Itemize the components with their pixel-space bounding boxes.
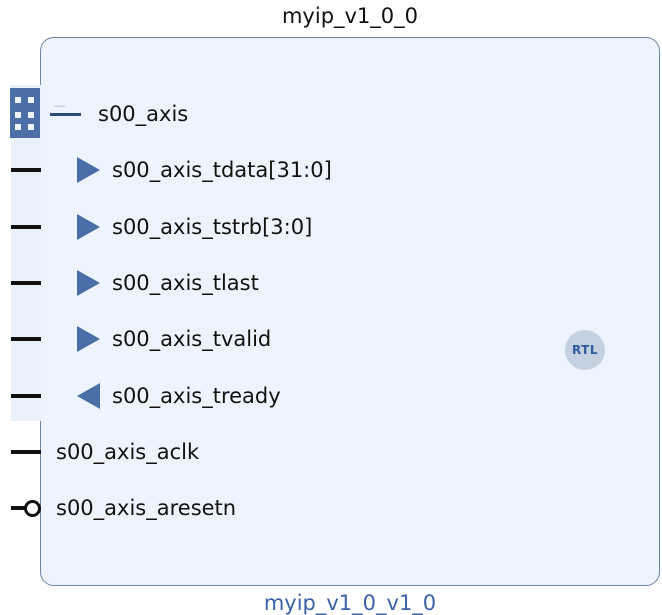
input-arrow-icon: [77, 214, 100, 240]
reset-bubble-icon: [24, 500, 41, 517]
pin-tvalid[interactable]: [11, 337, 41, 341]
bus-minus-icon[interactable]: [50, 113, 81, 116]
interface-label-s00-axis: s00_axis: [98, 102, 189, 126]
ip-block[interactable]: RTL: [40, 37, 660, 586]
pin-aresetn[interactable]: [11, 506, 25, 510]
input-arrow-icon: [77, 326, 100, 352]
input-arrow-icon: [77, 157, 100, 183]
port-label-tstrb: s00_axis_tstrb[3:0]: [112, 215, 313, 239]
pin-tstrb[interactable]: [11, 225, 41, 229]
pin-tlast[interactable]: [11, 281, 41, 285]
port-label-tready: s00_axis_tready: [112, 384, 281, 408]
port-label-aresetn: s00_axis_aresetn: [56, 496, 237, 520]
pin-tready[interactable]: [11, 394, 41, 398]
instance-name: myip_v1_0_0: [281, 4, 419, 28]
rtl-badge: RTL: [565, 330, 605, 370]
port-label-aclk: s00_axis_aclk: [56, 440, 200, 464]
interface-band: [11, 85, 41, 421]
port-label-tlast: s00_axis_tlast: [112, 271, 259, 295]
bus-interface-icon[interactable]: [10, 88, 40, 138]
collapse-icon[interactable]: −: [52, 96, 68, 117]
output-arrow-icon: [77, 383, 100, 409]
port-label-tdata: s00_axis_tdata[31:0]: [112, 158, 332, 182]
pin-aclk[interactable]: [11, 450, 41, 454]
module-name: myip_v1_0_v1_0: [263, 591, 437, 615]
port-label-tvalid: s00_axis_tvalid: [112, 327, 272, 351]
pin-tdata[interactable]: [11, 168, 41, 172]
input-arrow-icon: [77, 270, 100, 296]
